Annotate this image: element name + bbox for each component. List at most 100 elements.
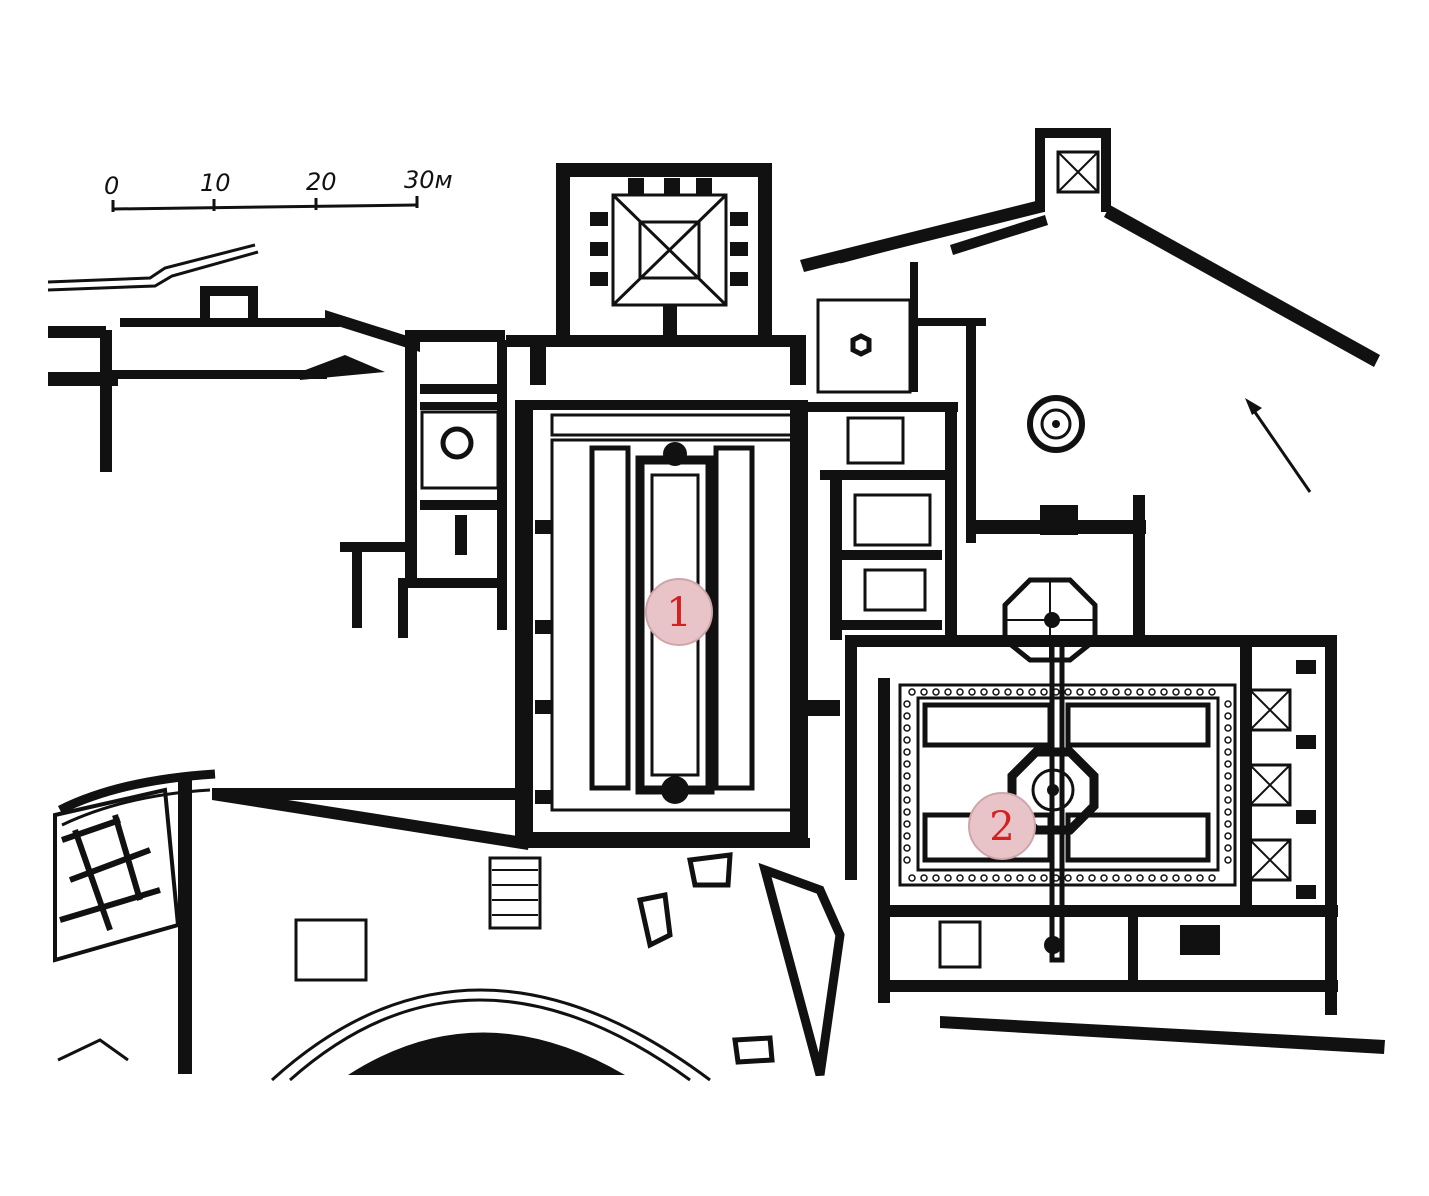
column-dot [1224,808,1232,816]
scale-bar: 0 10 20 30м [104,166,453,212]
column-dot [903,808,911,816]
column-dot [1224,724,1232,732]
column-dot [903,820,911,828]
column-dot [968,688,976,696]
scale-label-10: 10 [200,169,231,197]
column-dot [1076,874,1084,882]
column-dot [1160,874,1168,882]
column-dot [1016,688,1024,696]
column-dot [1184,688,1192,696]
column-dot [903,712,911,720]
column-dot [1208,688,1216,696]
column-dot [1112,874,1120,882]
column-dot [908,874,916,882]
column-dot [1028,688,1036,696]
column-dot [1224,820,1232,828]
court-of-the-lions [845,495,1385,1054]
column-dot [1100,874,1108,882]
column-dot [1224,796,1232,804]
column-dot [1172,688,1180,696]
column-dot [1124,874,1132,882]
marker-2-label: 2 [989,804,1014,850]
column-dot [1052,688,1060,696]
column-dot [1004,688,1012,696]
west-walls [47,243,498,638]
marker-1: 1 [645,578,713,646]
column-dot [1112,688,1120,696]
column-dot [932,688,940,696]
marker-1-circle [645,578,713,646]
column-dot [903,748,911,756]
column-dot [1064,688,1072,696]
column-dot [920,688,928,696]
scale-label-0: 0 [104,172,119,200]
column-dot [1124,688,1132,696]
column-dot [932,874,940,882]
column-dot [903,736,911,744]
column-dot [1224,832,1232,840]
column-dot [992,688,1000,696]
column-dot [1224,712,1232,720]
column-dot [1100,688,1108,696]
column-dot [980,874,988,882]
north-arrow-icon [1245,398,1312,493]
marker-1-label: 1 [666,590,691,636]
column-dot [1172,874,1180,882]
column-dot [1088,688,1096,696]
column-dot [903,772,911,780]
lion-court-columns [903,688,1232,882]
south-palace [53,769,845,1082]
column-dot [1224,760,1232,768]
north-east-area [800,128,1380,543]
column-dot [1184,874,1192,882]
column-dot [1016,874,1024,882]
column-dot [944,874,952,882]
column-dot [903,796,911,804]
scale-label-30m: 30м [404,166,453,194]
scale-label-20: 20 [306,168,337,196]
column-dot [1196,688,1204,696]
column-dot [1064,874,1072,882]
column-dot [1224,736,1232,744]
comares-tower [506,163,806,385]
column-dot [1136,874,1144,882]
west-rooms [405,330,507,630]
column-dot [1196,874,1204,882]
column-dot [903,856,911,864]
column-dot [1224,748,1232,756]
column-dot [1052,874,1060,882]
column-dot [1136,688,1144,696]
column-dot [1224,784,1232,792]
column-dot [980,688,988,696]
column-dot [1148,688,1156,696]
column-dot [1004,874,1012,882]
column-dot [956,688,964,696]
marker-2-circle [968,792,1036,860]
column-dot [903,724,911,732]
column-dot [1224,700,1232,708]
column-dot [1160,688,1168,696]
column-dot [903,832,911,840]
column-dot [956,874,964,882]
central-rooms [800,402,958,716]
column-dot [903,844,911,852]
column-dot [1224,856,1232,864]
column-dot [1148,874,1156,882]
column-dot [903,700,911,708]
column-dot [1088,874,1096,882]
column-dot [1028,874,1036,882]
column-dot [944,688,952,696]
column-dot [1040,688,1048,696]
marker-2: 2 [968,792,1036,860]
column-dot [1076,688,1084,696]
column-dot [1224,844,1232,852]
column-dot [920,874,928,882]
column-dot [903,784,911,792]
column-dot [1224,772,1232,780]
column-dot [903,760,911,768]
column-dot [968,874,976,882]
column-dot [992,874,1000,882]
column-dot [1040,874,1048,882]
column-dot [908,688,916,696]
